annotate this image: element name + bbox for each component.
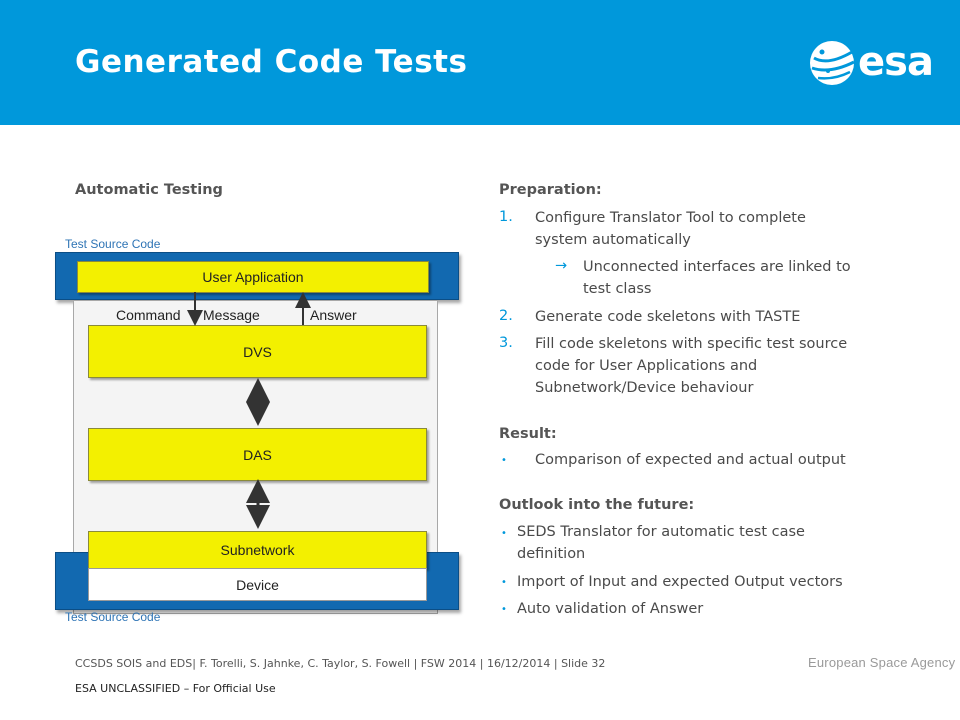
text-line: Auto validation of Answer: [517, 601, 704, 617]
bullet-icon: •: [501, 577, 507, 588]
text-line: Fill code skeletons with specific test s…: [535, 336, 848, 352]
item-number: 3.: [499, 335, 513, 351]
text-line: code for User Applications and: [535, 358, 758, 374]
esa-globe-icon: [810, 41, 855, 85]
preparation-item-3: Fill code skeletons with specific test s…: [535, 333, 847, 399]
bullet-icon: •: [501, 604, 507, 615]
preparation-item-1: Configure Translator Tool to complete sy…: [535, 207, 806, 251]
text-line: definition: [517, 546, 586, 562]
das-box: DAS: [88, 428, 427, 481]
footer-classification: ESA UNCLASSIFIED – For Official Use: [75, 682, 276, 695]
outlook-heading: Outlook into the future:: [499, 497, 695, 513]
preparation-item-2: Generate code skeletons with TASTE: [535, 306, 800, 328]
arrow-icon: →: [555, 258, 568, 274]
preparation-subitem: Unconnected interfaces are linked to tes…: [583, 256, 851, 300]
text-line: Configure Translator Tool to complete: [535, 210, 806, 226]
text-line: Unconnected interfaces are linked to: [583, 259, 851, 275]
subnetwork-box: Subnetwork: [88, 531, 427, 569]
automatic-testing-heading: Automatic Testing: [75, 182, 223, 198]
message-label: Message: [203, 307, 260, 323]
text-line: Generate code skeletons with TASTE: [535, 309, 801, 325]
dvs-box: DVS: [88, 325, 427, 378]
bullet-icon: •: [501, 455, 507, 466]
outlook-item-3: Auto validation of Answer: [517, 598, 703, 620]
footer-credits: CCSDS SOIS and EDS| F. Torelli, S. Jahnk…: [75, 657, 606, 670]
outlook-item-2: Import of Input and expected Output vect…: [517, 571, 843, 593]
command-label: Command: [116, 307, 181, 323]
item-number: 1.: [499, 209, 513, 225]
text-line: system automatically: [535, 232, 691, 248]
text-line: test class: [583, 281, 652, 297]
preparation-heading: Preparation:: [499, 182, 602, 198]
bullet-icon: •: [501, 528, 507, 539]
user-application-box: User Application: [77, 261, 429, 293]
item-number: 2.: [499, 308, 513, 324]
footer-agency-name: European Space Agency: [808, 655, 956, 670]
header-bar: Generated Code Tests esa: [0, 0, 960, 125]
result-heading: Result:: [499, 426, 557, 442]
esa-logo: esa: [808, 38, 938, 88]
text-line: SEDS Translator for automatic test case: [517, 524, 805, 540]
result-item: Comparison of expected and actual output: [535, 452, 846, 468]
diagram-arrows: [187, 292, 311, 529]
esa-logo-text: esa: [858, 39, 934, 85]
test-source-code-bottom-label: Test Source Code: [65, 610, 161, 624]
device-box: Device: [88, 568, 427, 601]
test-source-code-top-label: Test Source Code: [65, 237, 161, 251]
text-line: Subnetwork/Device behaviour: [535, 380, 754, 396]
architecture-diagram: Test Source Code User Application Comman…: [50, 232, 470, 632]
outlook-item-1: SEDS Translator for automatic test case …: [517, 521, 805, 565]
slide-title: Generated Code Tests: [75, 44, 468, 80]
answer-label: Answer: [310, 307, 357, 323]
text-line: Import of Input and expected Output vect…: [517, 574, 843, 590]
